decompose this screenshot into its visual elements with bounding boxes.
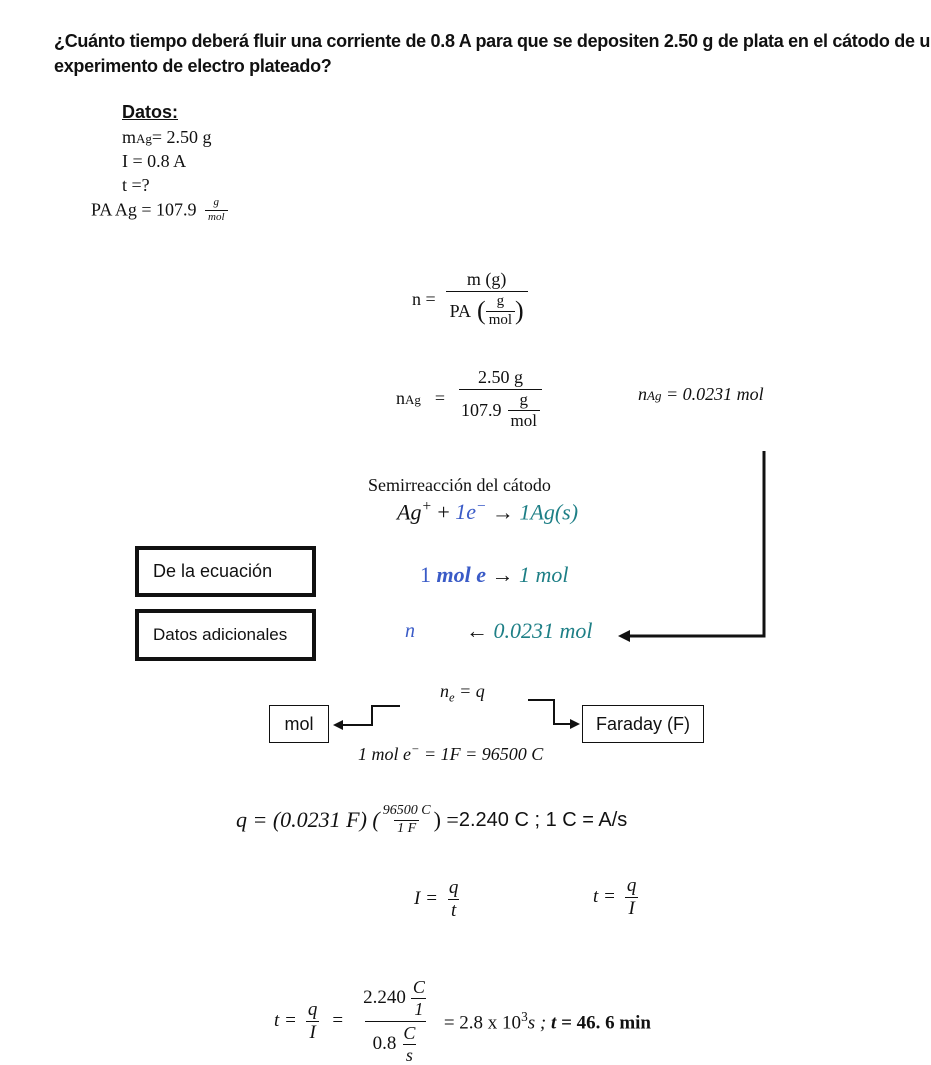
datos-heading: Datos: xyxy=(122,102,179,122)
mol-arrow-head xyxy=(333,720,343,730)
reverse-n: n xyxy=(405,620,415,642)
mol-arrow-line xyxy=(342,705,400,726)
box-faraday: Faraday (F) xyxy=(582,705,704,743)
faraday-arrow-line xyxy=(528,699,570,725)
semireaction-equation: Ag+ + 1e− → 1Ag(s) xyxy=(397,498,579,525)
bracket-arrow-line xyxy=(628,451,766,638)
question-line-1: ¿Cuánto tiempo deberá fluir una corrient… xyxy=(54,31,931,51)
reverse-value: ← 0.0231 mol xyxy=(466,618,593,643)
box-de-la-ecuacion: De la ecuación xyxy=(135,546,316,597)
ratio-equation: 1 mol e → 1 mol xyxy=(420,562,569,587)
ne-equation: ne = q xyxy=(440,681,485,705)
datos-current: I = 0.8 A xyxy=(122,151,187,171)
question-line-2: experimento de electro plateado? xyxy=(54,56,332,76)
datos-time: t =? xyxy=(122,175,150,195)
nag-result: nAg = 0.0231 mol xyxy=(638,384,764,404)
faraday-equation: 1 mol e− = 1F = 96500 C xyxy=(358,742,544,764)
faraday-arrow-head xyxy=(570,719,580,729)
datos-mass: mAg= 2.50 g xyxy=(122,127,212,147)
bracket-arrow-head xyxy=(618,630,630,642)
semireaction-title: Semirreacción del cátodo xyxy=(368,475,551,495)
box-datos-adicionales: Datos adicionales xyxy=(135,609,316,661)
box-mol: mol xyxy=(269,705,329,743)
